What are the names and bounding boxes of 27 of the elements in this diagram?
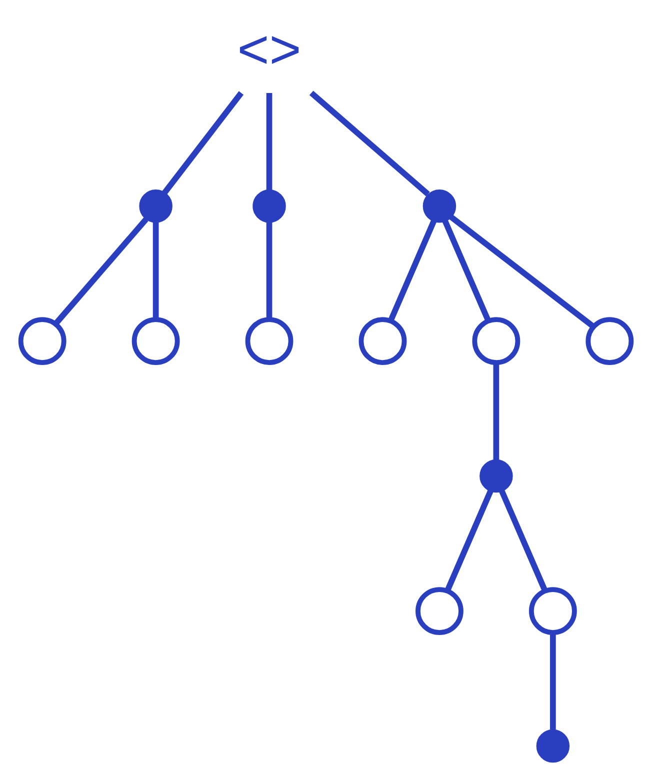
node-dot [480,459,513,493]
node-dot [139,189,172,223]
connector [449,214,596,330]
node-circle [472,317,520,366]
node-dot [252,189,286,223]
connector [152,222,159,319]
connector [493,362,500,460]
connector [309,90,430,196]
connector [388,220,436,322]
connector [550,632,556,730]
connector [266,92,272,190]
connector [442,220,491,322]
node-dot [422,189,456,223]
connector [54,217,148,326]
node-circle [416,587,464,635]
node-circle [132,317,180,366]
node-circle [18,317,66,366]
node-circle [528,587,577,635]
connector [266,222,272,319]
connector [499,490,548,592]
node-circle [245,317,294,366]
connector [162,91,244,195]
node-circle [586,317,634,366]
connector [444,490,494,592]
node-text: <> [237,18,302,80]
node-circle [358,317,407,366]
node-dot [536,729,570,763]
